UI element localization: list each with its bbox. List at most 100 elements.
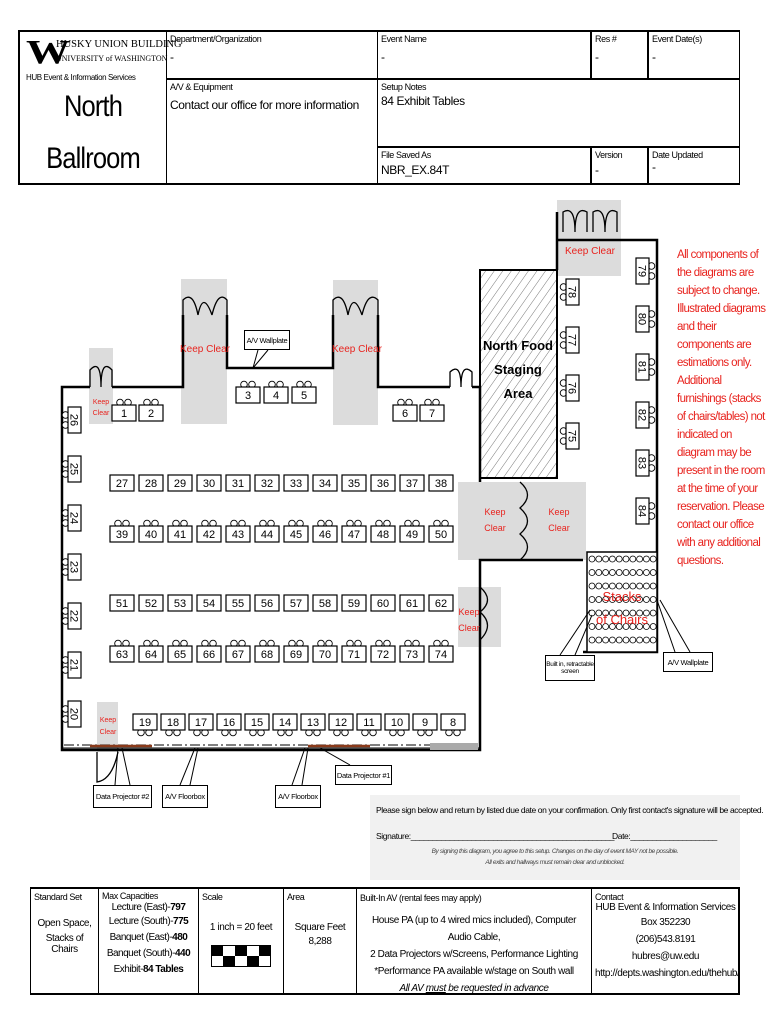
chair-icon: [375, 519, 391, 528]
chair-icon: [240, 380, 256, 389]
table-number: 39: [116, 529, 128, 541]
table-number: 5: [301, 390, 307, 402]
divider: [166, 78, 740, 80]
exhibit-table: 50: [428, 519, 454, 543]
table-shape: [392, 404, 418, 422]
stacked-chair-icon: [588, 582, 596, 590]
table-shape: [167, 474, 193, 492]
contact-box: Box 352230: [640, 917, 691, 928]
table-shape: [283, 594, 309, 612]
stacked-chair-icon: [609, 596, 616, 603]
staging-area-label: Area: [504, 386, 534, 401]
stacked-chair-icon: [615, 636, 623, 644]
table-number: 31: [232, 478, 244, 490]
max-capacities-label: Max Capacities: [102, 891, 158, 901]
event-dates-label: Event Date(s): [652, 34, 702, 44]
setup-notes-label: Setup Notes: [381, 82, 427, 92]
uw-logo-mark: W: [26, 34, 71, 71]
keep-clear-label: Keep: [548, 507, 569, 517]
chair-icon: [143, 639, 159, 648]
exhibit-table: 45: [283, 519, 309, 543]
exhibit-table: 19: [132, 713, 158, 737]
table-shape: [216, 713, 242, 731]
exhibit-table: 64: [138, 639, 164, 663]
exhibit-table: 35: [341, 474, 367, 492]
date-field[interactable]: Date:____________________: [612, 831, 717, 841]
chair-icon: [61, 607, 70, 625]
exhibit-table: 40: [138, 519, 164, 543]
table-shape: [635, 257, 650, 285]
stacked-chair-icon: [649, 555, 657, 563]
table-number: 51: [116, 598, 128, 610]
keep-clear-zone: [181, 279, 227, 424]
table-shape: [67, 455, 82, 483]
contact-url[interactable]: http://depts.washington.edu/thehub/: [595, 968, 740, 979]
stacked-chair-icon: [649, 609, 657, 617]
stacked-chair-icon: [602, 569, 609, 576]
signature-field[interactable]: Signature:______________________________…: [376, 831, 615, 841]
stacked-chair-icon: [595, 555, 603, 563]
av-equipment-value: Contact our office for more information: [170, 98, 359, 112]
double-door-icon: [332, 296, 379, 316]
exhibit-table: 75: [559, 422, 580, 450]
stacked-chair-icon: [636, 582, 643, 590]
table-number: 52: [145, 598, 157, 610]
table-shape: [356, 713, 382, 731]
av-floorbox-callout: A/V Floorbox: [275, 785, 321, 808]
exhibit-table: 41: [167, 519, 193, 543]
exhibit-table: 36: [370, 474, 396, 492]
wall-panel: [430, 743, 478, 750]
exhibit-table: 72: [370, 639, 396, 663]
exhibit-table: 65: [167, 639, 193, 663]
table-number: 77: [566, 334, 578, 346]
table-number: 45: [290, 529, 302, 541]
table-shape: [132, 713, 158, 731]
exhibit-table: 6: [392, 398, 418, 422]
res-number-value: -: [595, 50, 599, 64]
scale-bar-icon: [211, 945, 271, 967]
exhibit-table: 11: [356, 713, 382, 737]
table-number: 75: [566, 430, 578, 442]
keep-clear-zone: [97, 702, 118, 752]
exhibit-table: 28: [138, 474, 164, 492]
built-in-av-label: Built-In AV (rental fees may apply): [360, 893, 482, 903]
stacked-chair-icon: [629, 555, 637, 563]
version-value: -: [595, 163, 599, 177]
chair-icon: [288, 639, 304, 648]
exhibit-table: 9: [412, 713, 438, 737]
exhibit-table: 29: [167, 474, 193, 492]
table-shape: [67, 602, 82, 630]
table-number: 24: [68, 512, 80, 524]
exhibit-table: 56: [254, 594, 280, 612]
room-name-line-1: North: [63, 90, 123, 123]
chair-icon: [647, 454, 656, 472]
table-number: 4: [273, 390, 279, 402]
table-number: 53: [174, 598, 186, 610]
table-shape: [283, 645, 309, 663]
contact-email[interactable]: hubres@uw.edu: [631, 951, 700, 962]
table-number: 35: [348, 478, 360, 490]
table-number: 50: [435, 529, 447, 541]
signature-instruction: Please sign below and return by listed d…: [376, 805, 764, 815]
stacked-chair-icon: [615, 569, 623, 576]
stacked-chair-icon: [595, 596, 603, 603]
table-shape: [312, 474, 338, 492]
department-label: Department/Organization: [170, 34, 262, 44]
table-number: 38: [435, 478, 447, 490]
table-number: 19: [139, 717, 151, 729]
table-number: 72: [377, 649, 389, 661]
table-number: 73: [406, 649, 418, 661]
table-shape: [412, 713, 438, 731]
keep-clear-label: Clear: [100, 729, 117, 736]
exhibit-table: 22: [61, 602, 82, 630]
chair-icon: [647, 358, 656, 376]
keep-clear-label: Clear: [93, 410, 110, 417]
table-number: 70: [319, 649, 331, 661]
fine-print: All exits and hallways must remain clear…: [485, 859, 625, 866]
file-saved-value: NBR_EX.84T: [381, 163, 450, 177]
table-number: 56: [261, 598, 273, 610]
capacity-item: Banquet (East)-480: [102, 930, 195, 946]
av-equipment-label: A/V & Equipment: [170, 82, 233, 92]
table-number: 28: [145, 478, 157, 490]
